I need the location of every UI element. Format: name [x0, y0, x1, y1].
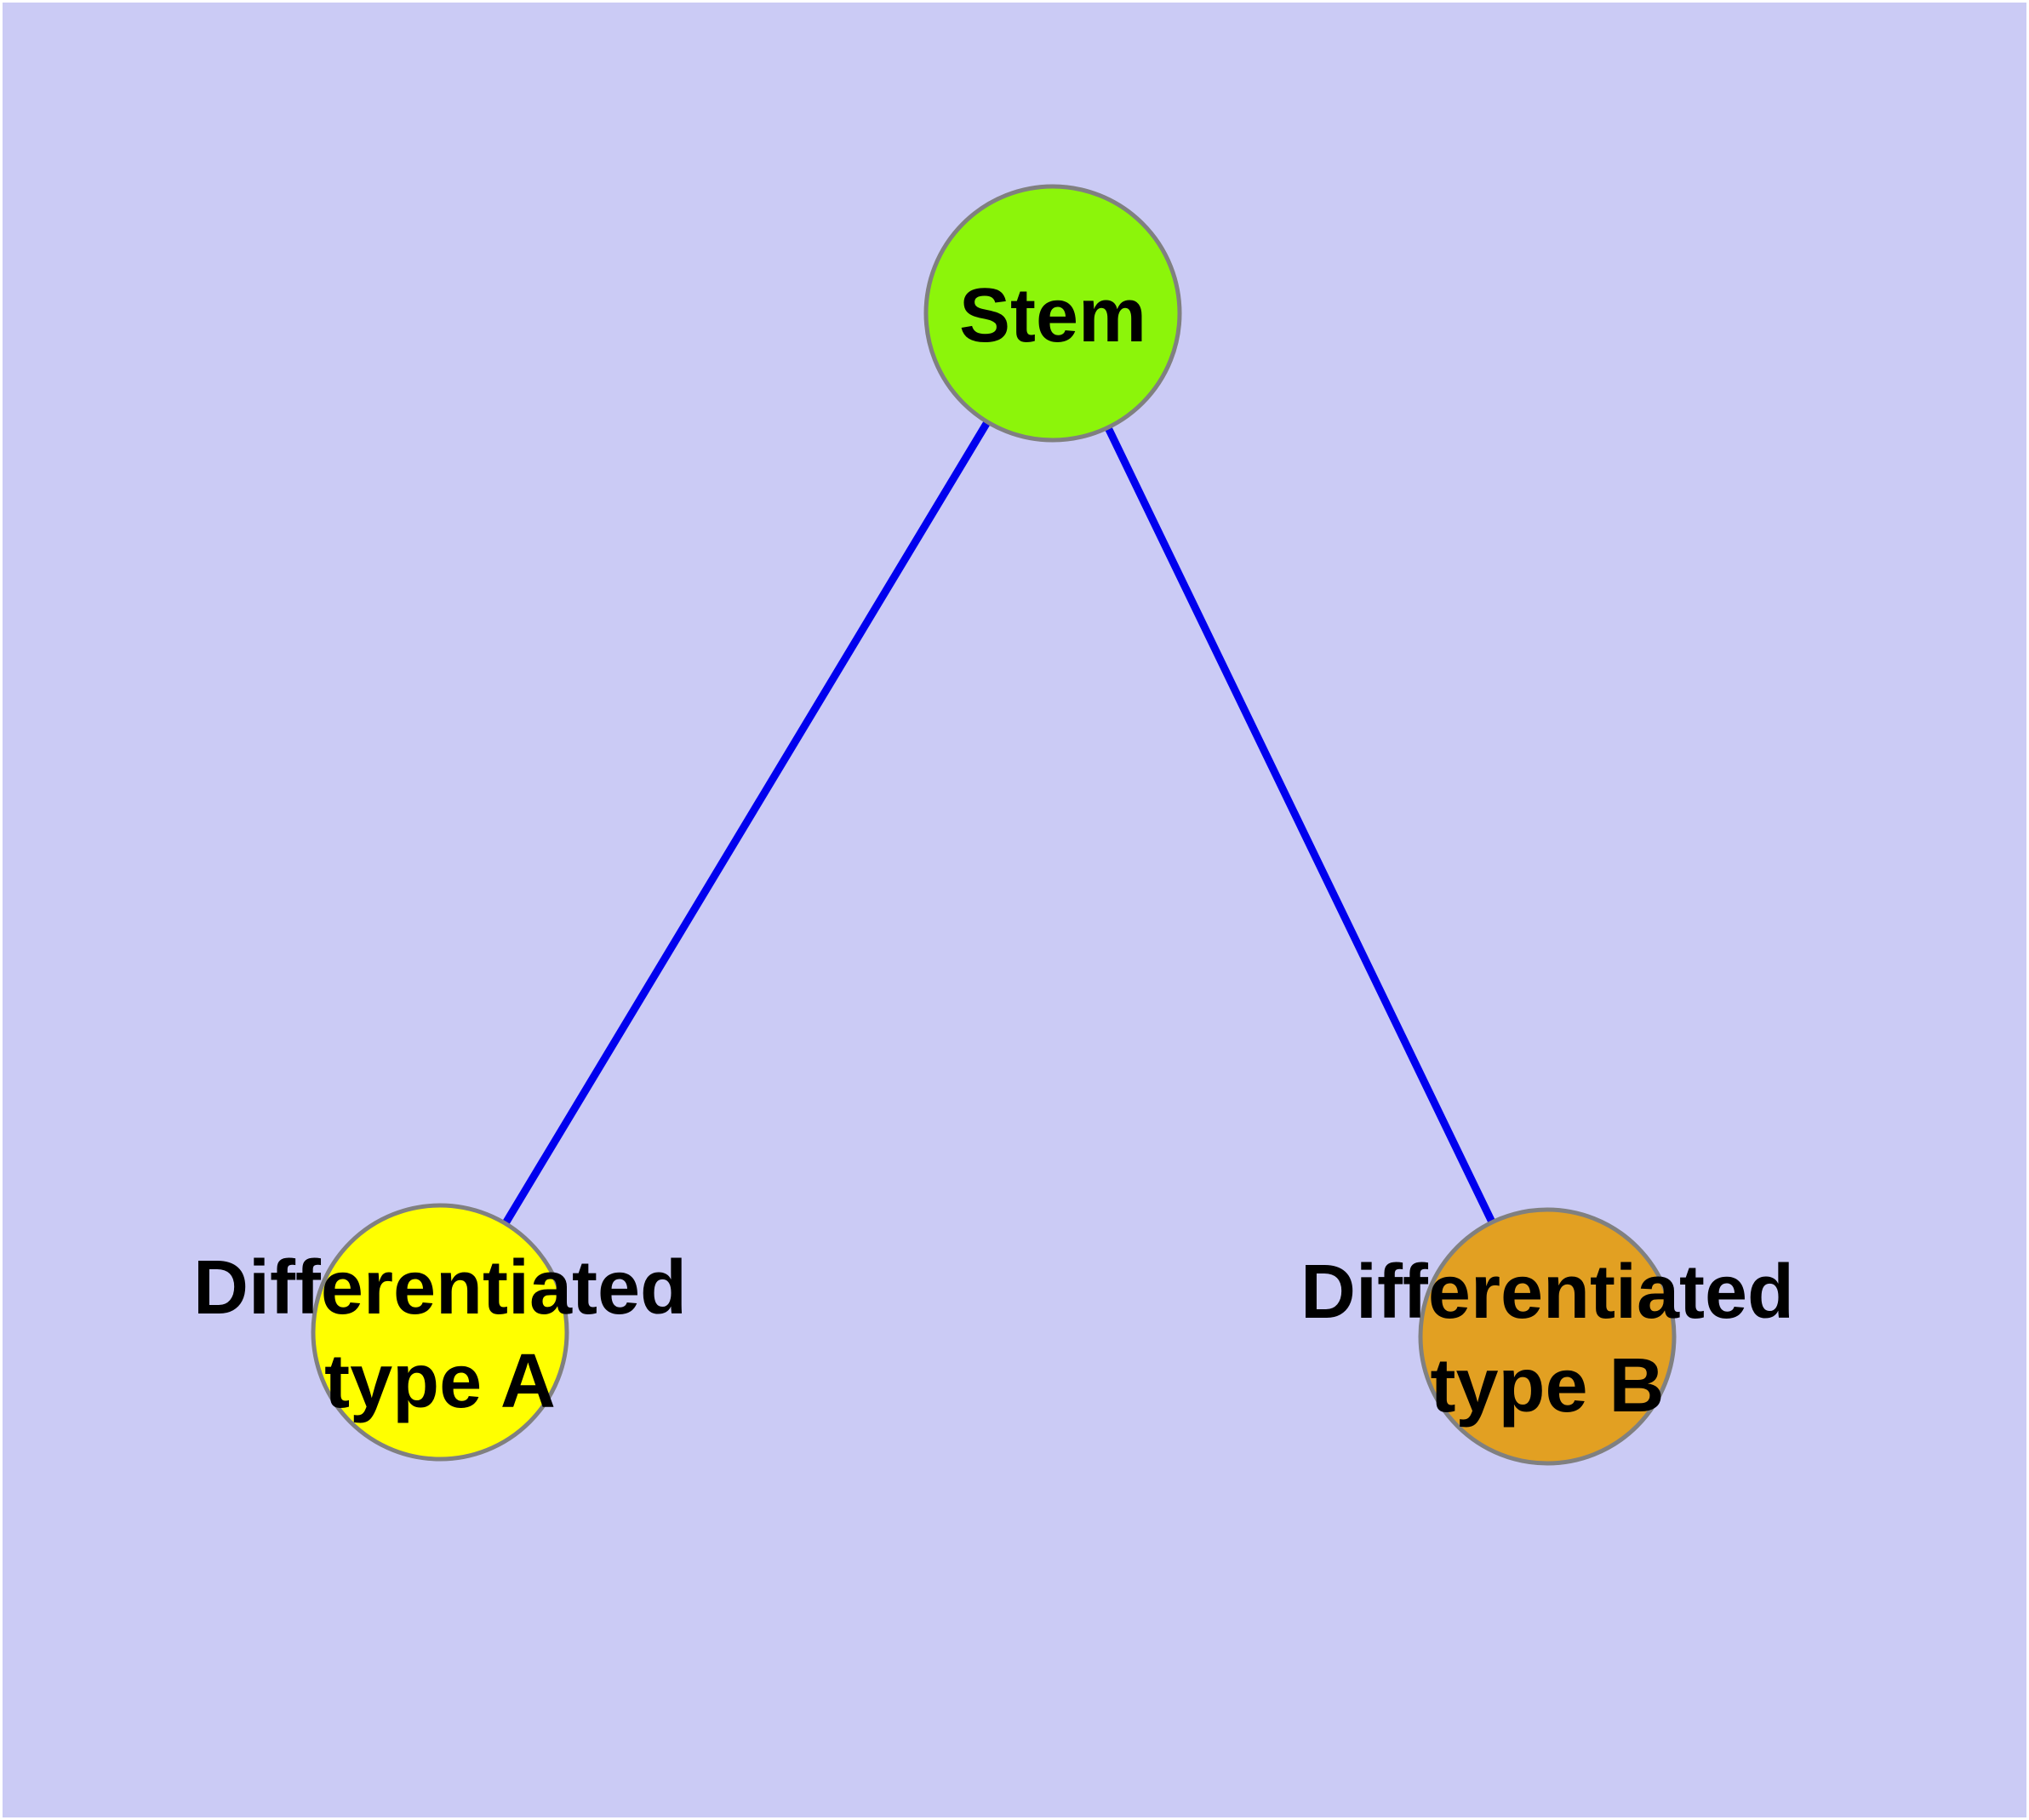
- nodes-layer: [311, 184, 1677, 1466]
- node-label-line: type A: [324, 1339, 556, 1424]
- edge-stem-to-differentiated-type-b: [1049, 312, 1552, 1338]
- node-stem: [923, 184, 1182, 443]
- node-differentiated-type-b: [1418, 1207, 1677, 1466]
- node-label-line: Differentiated: [1300, 1250, 1794, 1335]
- node-label-line: Differentiated: [193, 1245, 687, 1331]
- edges-layer: [437, 311, 1552, 1338]
- edge-stem-to-differentiated-type-a: [437, 311, 1056, 1335]
- node-label-line: Stem: [959, 273, 1146, 358]
- node-label-stem: Stem: [959, 273, 1146, 358]
- node-differentiated-type-a: [311, 1203, 569, 1462]
- node-label-line: type B: [1430, 1343, 1664, 1428]
